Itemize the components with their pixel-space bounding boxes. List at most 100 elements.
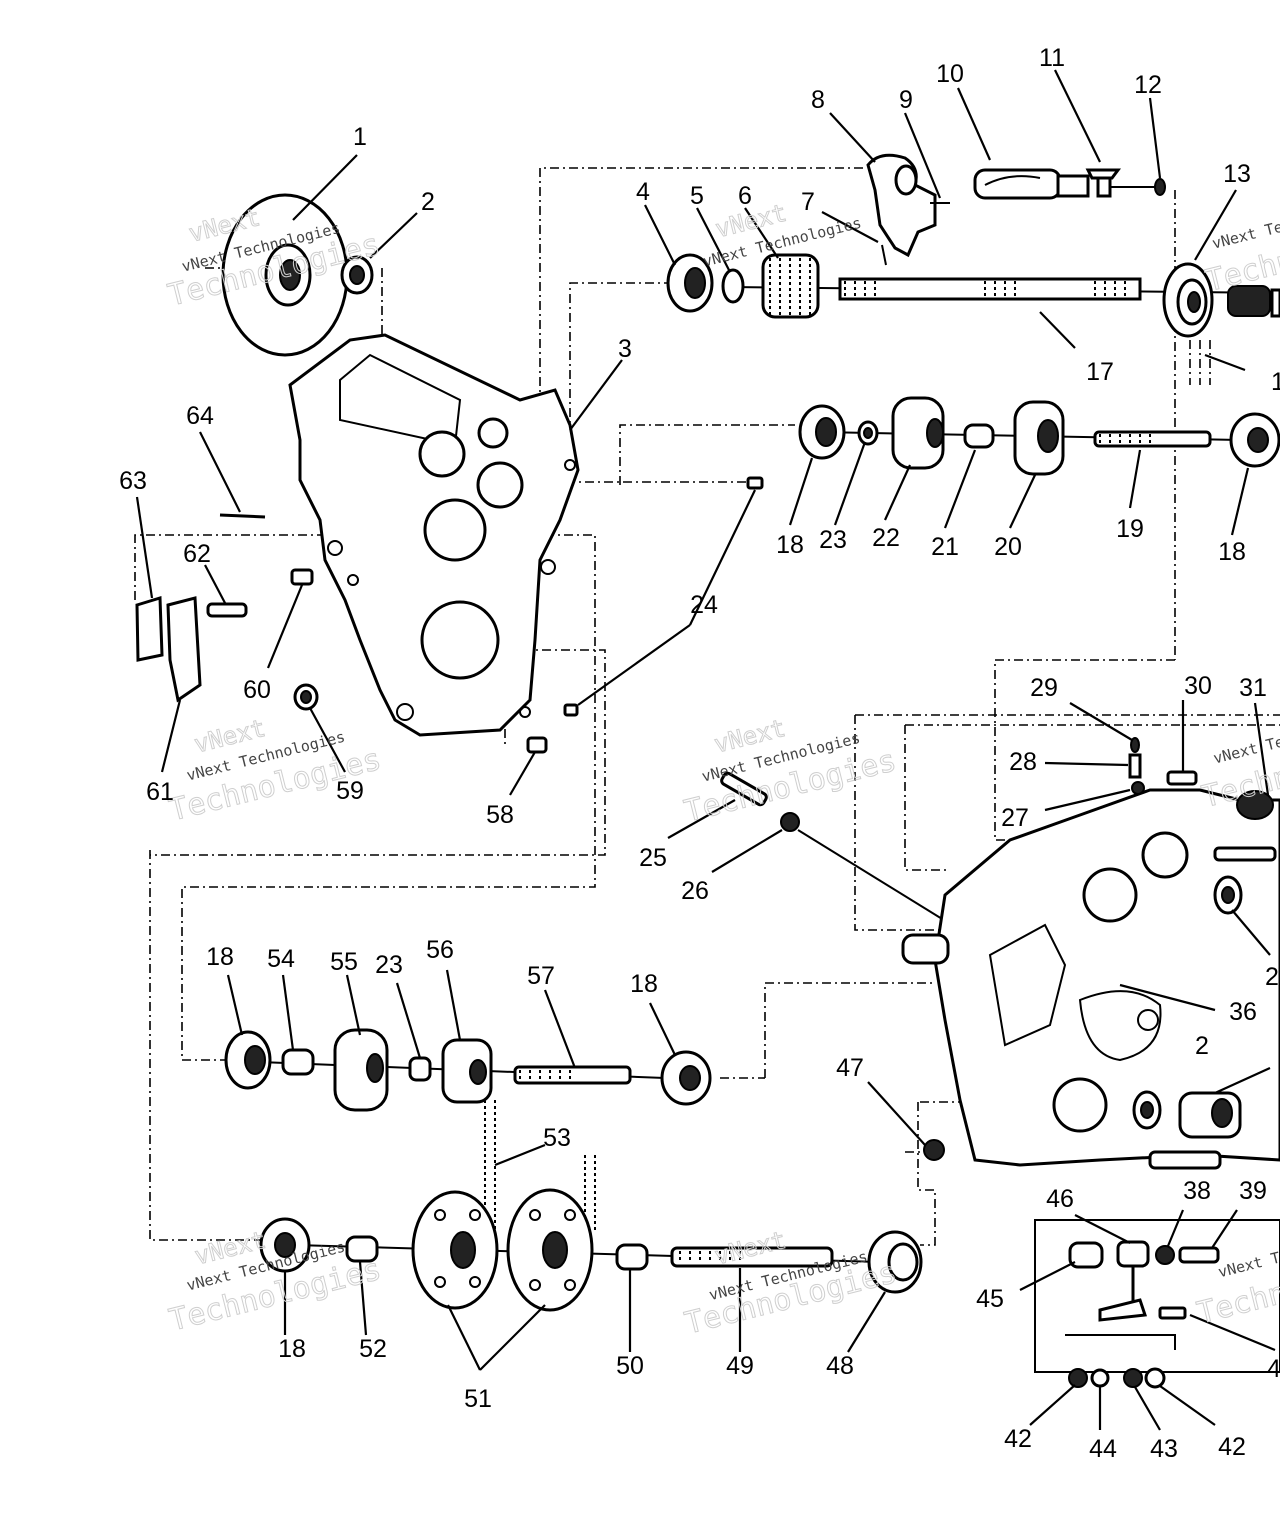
ball-27 (1131, 781, 1145, 795)
callout-21: 21 (931, 533, 959, 561)
callout-57: 57 (527, 962, 555, 990)
bracket-61 (166, 596, 202, 703)
second-shaft-assembly (798, 396, 1280, 476)
callout-2-c: 2 (1195, 1032, 1209, 1060)
callout-2-b: 2 (1265, 963, 1279, 991)
gear-6 (761, 253, 820, 319)
callout-25: 25 (639, 844, 667, 872)
shaft-17 (838, 277, 1142, 301)
dowel-24-b (563, 703, 579, 717)
washer-23-b (408, 1056, 432, 1082)
shift-fork-assembly (866, 153, 1166, 266)
callout-61: 61 (146, 778, 174, 806)
callout-63: 63 (119, 467, 147, 495)
callout-56: 56 (426, 936, 454, 964)
right-case-half-36 (901, 737, 1280, 1170)
plug-26 (780, 812, 800, 832)
callout-7: 7 (801, 188, 815, 216)
callout-59: 59 (336, 777, 364, 805)
lower-shaft-assembly-2 (259, 1188, 923, 1312)
gear-55 (333, 1028, 389, 1112)
knob-11 (1085, 168, 1121, 180)
callout-23-b: 23 (375, 951, 403, 979)
nut-42-a (1068, 1368, 1088, 1388)
callout-29: 29 (1030, 674, 1058, 702)
callout-20: 20 (994, 533, 1022, 561)
left-case-half-3 (288, 333, 580, 737)
callout-38: 38 (1183, 1177, 1211, 1205)
callout-54: 54 (267, 945, 295, 973)
callout-4-b: 4 (1267, 1355, 1280, 1383)
callout-12: 12 (1134, 71, 1162, 99)
callout-60: 60 (243, 676, 271, 704)
watermark-text: vNext Technologies (1216, 1224, 1280, 1281)
washer-5 (721, 268, 745, 304)
nut-42-b (1144, 1367, 1166, 1389)
plug-29 (1130, 737, 1140, 753)
callout-31: 31 (1239, 674, 1267, 702)
bolt-58 (526, 736, 548, 754)
callout-18-c: 18 (206, 943, 234, 971)
clip-12 (1154, 178, 1166, 196)
callout-52: 52 (359, 1335, 387, 1363)
callout-18-a: 18 (776, 531, 804, 559)
callout-53: 53 (543, 1124, 571, 1152)
bolt-30 (1166, 770, 1198, 786)
gear-56 (441, 1038, 493, 1104)
bushing-45 (1068, 1241, 1104, 1269)
callout-64: 64 (186, 402, 214, 430)
callout-10: 10 (936, 60, 964, 88)
callout-6: 6 (738, 182, 752, 210)
callout-1: 1 (353, 123, 367, 151)
spacer-52 (345, 1235, 379, 1263)
nut-38 (1155, 1245, 1175, 1265)
callout-42-b: 42 (1218, 1433, 1246, 1461)
top-shaft-assembly (666, 253, 1280, 338)
callout-22: 22 (872, 524, 900, 552)
spring-28 (1128, 753, 1142, 779)
spacer-54 (281, 1048, 315, 1076)
callout-26: 26 (681, 877, 709, 905)
watermark-text: vNext Technologies (1210, 196, 1280, 253)
callout-5: 5 (690, 182, 704, 210)
shift-linkage-box (1034, 1219, 1280, 1389)
cover-plate-1-and-seal-2 (221, 193, 374, 357)
callout-23-a: 23 (819, 526, 847, 554)
callout-42-a: 42 (1004, 1425, 1032, 1453)
callout-3: 3 (618, 335, 632, 363)
callout-9: 9 (899, 86, 913, 114)
shaft-57 (513, 1065, 632, 1085)
callout-36: 36 (1229, 998, 1257, 1026)
callout-58: 58 (486, 801, 514, 829)
bolt-39 (1178, 1246, 1220, 1264)
callout-47: 47 (836, 1054, 864, 1082)
lever-46 (1116, 1240, 1150, 1268)
gasket-63 (135, 595, 164, 662)
pin-7 (881, 244, 887, 266)
callout-28: 28 (1009, 748, 1037, 776)
callout-18-d: 18 (630, 970, 658, 998)
callout-19: 19 (1116, 515, 1144, 543)
callout-46: 46 (1046, 1185, 1074, 1213)
callout-18-b: 18 (1218, 538, 1246, 566)
callout-labels: 1 2 3 4 5 6 7 8 9 10 11 12 13 1 17 18 23… (119, 44, 1280, 1463)
callout-45: 45 (976, 1285, 1004, 1313)
bolt-62 (206, 602, 248, 618)
callout-55: 55 (330, 948, 358, 976)
callout-39: 39 (1239, 1177, 1267, 1205)
callout-43: 43 (1150, 1435, 1178, 1463)
callout-51: 51 (464, 1385, 492, 1413)
plug-47 (923, 1139, 945, 1161)
dowel-64 (219, 513, 266, 519)
callout-11: 11 (1039, 44, 1065, 72)
callout-13: 13 (1223, 160, 1251, 188)
spacer-21 (963, 423, 995, 449)
callout-27: 27 (1001, 804, 1029, 832)
callout-24: 24 (690, 591, 718, 619)
bolt-60 (290, 568, 314, 586)
callout-8: 8 (811, 86, 825, 114)
callout-30: 30 (1184, 672, 1212, 700)
spacer-50 (615, 1243, 649, 1271)
callout-18-e: 18 (278, 1335, 306, 1363)
